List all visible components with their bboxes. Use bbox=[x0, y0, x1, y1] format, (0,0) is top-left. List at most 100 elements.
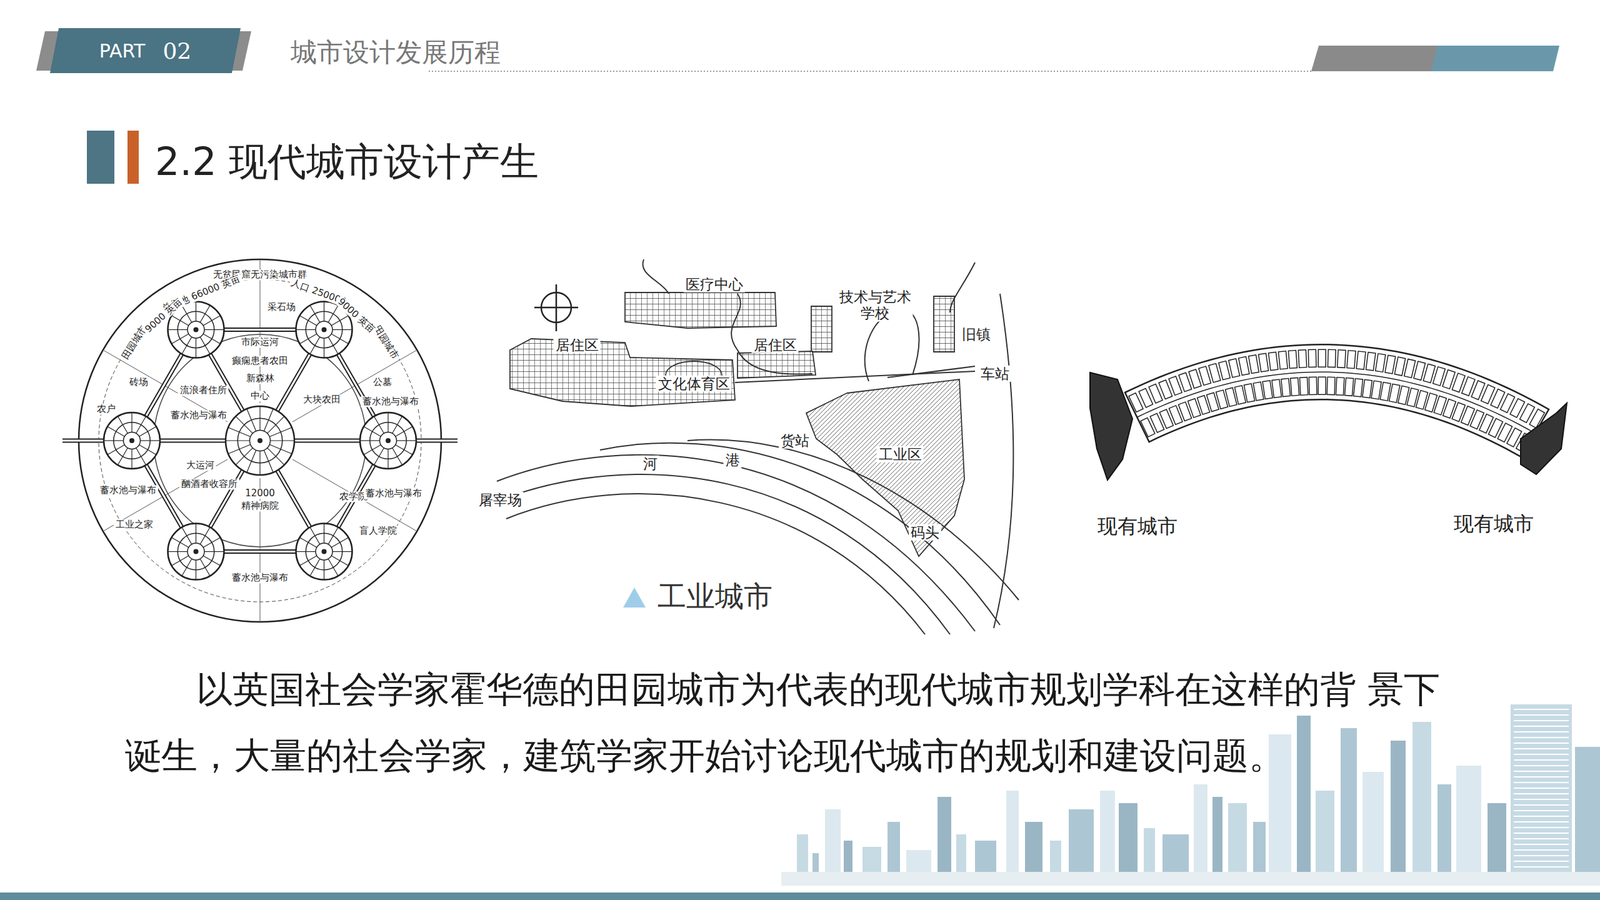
garden-city-diagram bbox=[181, 305, 192, 322]
linear-city-diagram bbox=[1248, 355, 1260, 374]
map-label: 文化体育区 bbox=[656, 375, 732, 392]
garden-city-diagram bbox=[171, 333, 189, 344]
industrial-city-map bbox=[500, 474, 950, 635]
garden-city-diagram bbox=[374, 416, 385, 434]
linear-city-diagram bbox=[1288, 350, 1297, 369]
garden-city-diagram bbox=[387, 412, 389, 433]
garden-city-diagram bbox=[395, 426, 413, 437]
linear-city-diagram bbox=[1281, 378, 1291, 397]
city-skyline bbox=[1006, 790, 1019, 879]
garden-city-diagram bbox=[300, 315, 317, 326]
garden-city-diagram bbox=[200, 336, 210, 354]
garden-city-diagram bbox=[300, 333, 317, 344]
garden-city-label: 蓄水池与瀑布 bbox=[360, 396, 421, 407]
linear-city-diagram bbox=[1300, 377, 1309, 396]
linear-city-diagram bbox=[1362, 379, 1372, 398]
linear-city-diagram bbox=[1346, 350, 1356, 369]
industrial-city-map bbox=[811, 306, 832, 352]
garden-city-diagram bbox=[187, 321, 205, 339]
garden-city-diagram bbox=[328, 527, 339, 545]
city-skyline bbox=[1513, 821, 1569, 823]
city-skyline bbox=[1315, 790, 1335, 879]
garden-city-diagram bbox=[332, 551, 353, 552]
garden-city-diagram bbox=[392, 448, 403, 465]
garden-city-label: 砖场 bbox=[127, 376, 150, 388]
garden-city-diagram bbox=[250, 430, 271, 452]
industrial-city-map bbox=[687, 440, 1019, 600]
city-skyline bbox=[1513, 714, 1569, 716]
garden-city-diagram bbox=[118, 416, 129, 434]
garden-city-diagram bbox=[168, 329, 189, 330]
city-skyline bbox=[1513, 787, 1569, 789]
garden-city-label: 癫痫患者农田 bbox=[230, 355, 290, 367]
linear-city-diagram bbox=[1308, 349, 1317, 367]
section-marker bbox=[127, 130, 139, 184]
garden-city-diagram bbox=[171, 315, 189, 326]
garden-city-label: 蓄水池与瀑布 bbox=[363, 488, 424, 499]
city-skyline bbox=[1513, 776, 1569, 778]
map-label: 医疗中心 bbox=[683, 276, 745, 293]
header-title: 城市设计发展历程 bbox=[290, 35, 501, 70]
city-skyline bbox=[1513, 826, 1569, 829]
city-skyline bbox=[1513, 815, 1569, 817]
map-label: 货站 bbox=[778, 432, 812, 449]
garden-city-label: 酗酒者收容所 bbox=[179, 478, 240, 490]
garden-city-label: 新森林 bbox=[244, 373, 277, 384]
garden-city-diagram bbox=[78, 259, 442, 622]
map-label: 码头 bbox=[908, 524, 942, 541]
garden-city-diagram bbox=[269, 444, 292, 454]
garden-city-diagram bbox=[315, 321, 333, 339]
garden-city-diagram bbox=[331, 333, 349, 344]
city-skyline bbox=[887, 821, 900, 879]
garden-city-diagram bbox=[107, 426, 125, 437]
linear-city-diagram bbox=[1380, 382, 1391, 402]
garden-city-diagram bbox=[129, 438, 135, 444]
garden-city-diagram bbox=[171, 555, 189, 566]
garden-city-diagram bbox=[267, 448, 285, 465]
city-skyline bbox=[1513, 798, 1569, 800]
map-label: 屠宰场 bbox=[476, 491, 524, 509]
garden-city-diagram bbox=[323, 523, 325, 544]
garden-city-diagram bbox=[181, 527, 192, 545]
city-skyline bbox=[1513, 855, 1569, 857]
city-skyline bbox=[1412, 721, 1432, 879]
garden-city-diagram bbox=[331, 315, 349, 326]
industrial-city-map bbox=[806, 379, 965, 557]
garden-city-diagram bbox=[195, 523, 197, 544]
garden-city-diagram bbox=[168, 523, 225, 580]
garden-city-label: 精神病院 bbox=[239, 500, 281, 512]
garden-city-diagram bbox=[296, 551, 317, 552]
garden-city-diagram bbox=[323, 338, 325, 359]
linear-city-diagram bbox=[1318, 376, 1326, 395]
garden-city-diagram bbox=[103, 412, 160, 469]
garden-city-label: 市际运河 bbox=[239, 336, 281, 348]
garden-city-diagram bbox=[259, 451, 260, 476]
city-skyline bbox=[1513, 736, 1569, 739]
city-skyline bbox=[1513, 843, 1569, 845]
garden-city-diagram bbox=[181, 558, 192, 576]
industrial-city-map bbox=[642, 259, 669, 294]
garden-city-diagram bbox=[204, 329, 225, 330]
industrial-city-map bbox=[623, 587, 646, 608]
city-skyline bbox=[1162, 834, 1189, 879]
city-skyline bbox=[1513, 770, 1569, 772]
garden-city-diagram bbox=[259, 406, 260, 431]
city-skyline bbox=[1513, 781, 1569, 784]
garden-city-diagram bbox=[310, 305, 320, 322]
city-skyline bbox=[1513, 793, 1569, 795]
linear-city-diagram bbox=[1253, 381, 1264, 401]
garden-city-diagram bbox=[396, 440, 417, 441]
city-skyline bbox=[1296, 715, 1311, 879]
city-skyline bbox=[796, 834, 809, 879]
garden-city-diagram bbox=[257, 438, 263, 444]
garden-city-label: 采石场 bbox=[265, 301, 298, 313]
linear-city-diagram bbox=[1345, 378, 1354, 397]
city-skyline bbox=[1437, 784, 1452, 879]
garden-city-diagram bbox=[228, 427, 251, 437]
linear-city-diagram bbox=[1198, 366, 1212, 385]
city-skyline bbox=[956, 834, 967, 879]
header-bar bbox=[36, 31, 1560, 72]
garden-city-diagram bbox=[374, 448, 385, 465]
garden-city-diagram bbox=[203, 333, 220, 344]
city-skyline bbox=[1068, 809, 1094, 879]
